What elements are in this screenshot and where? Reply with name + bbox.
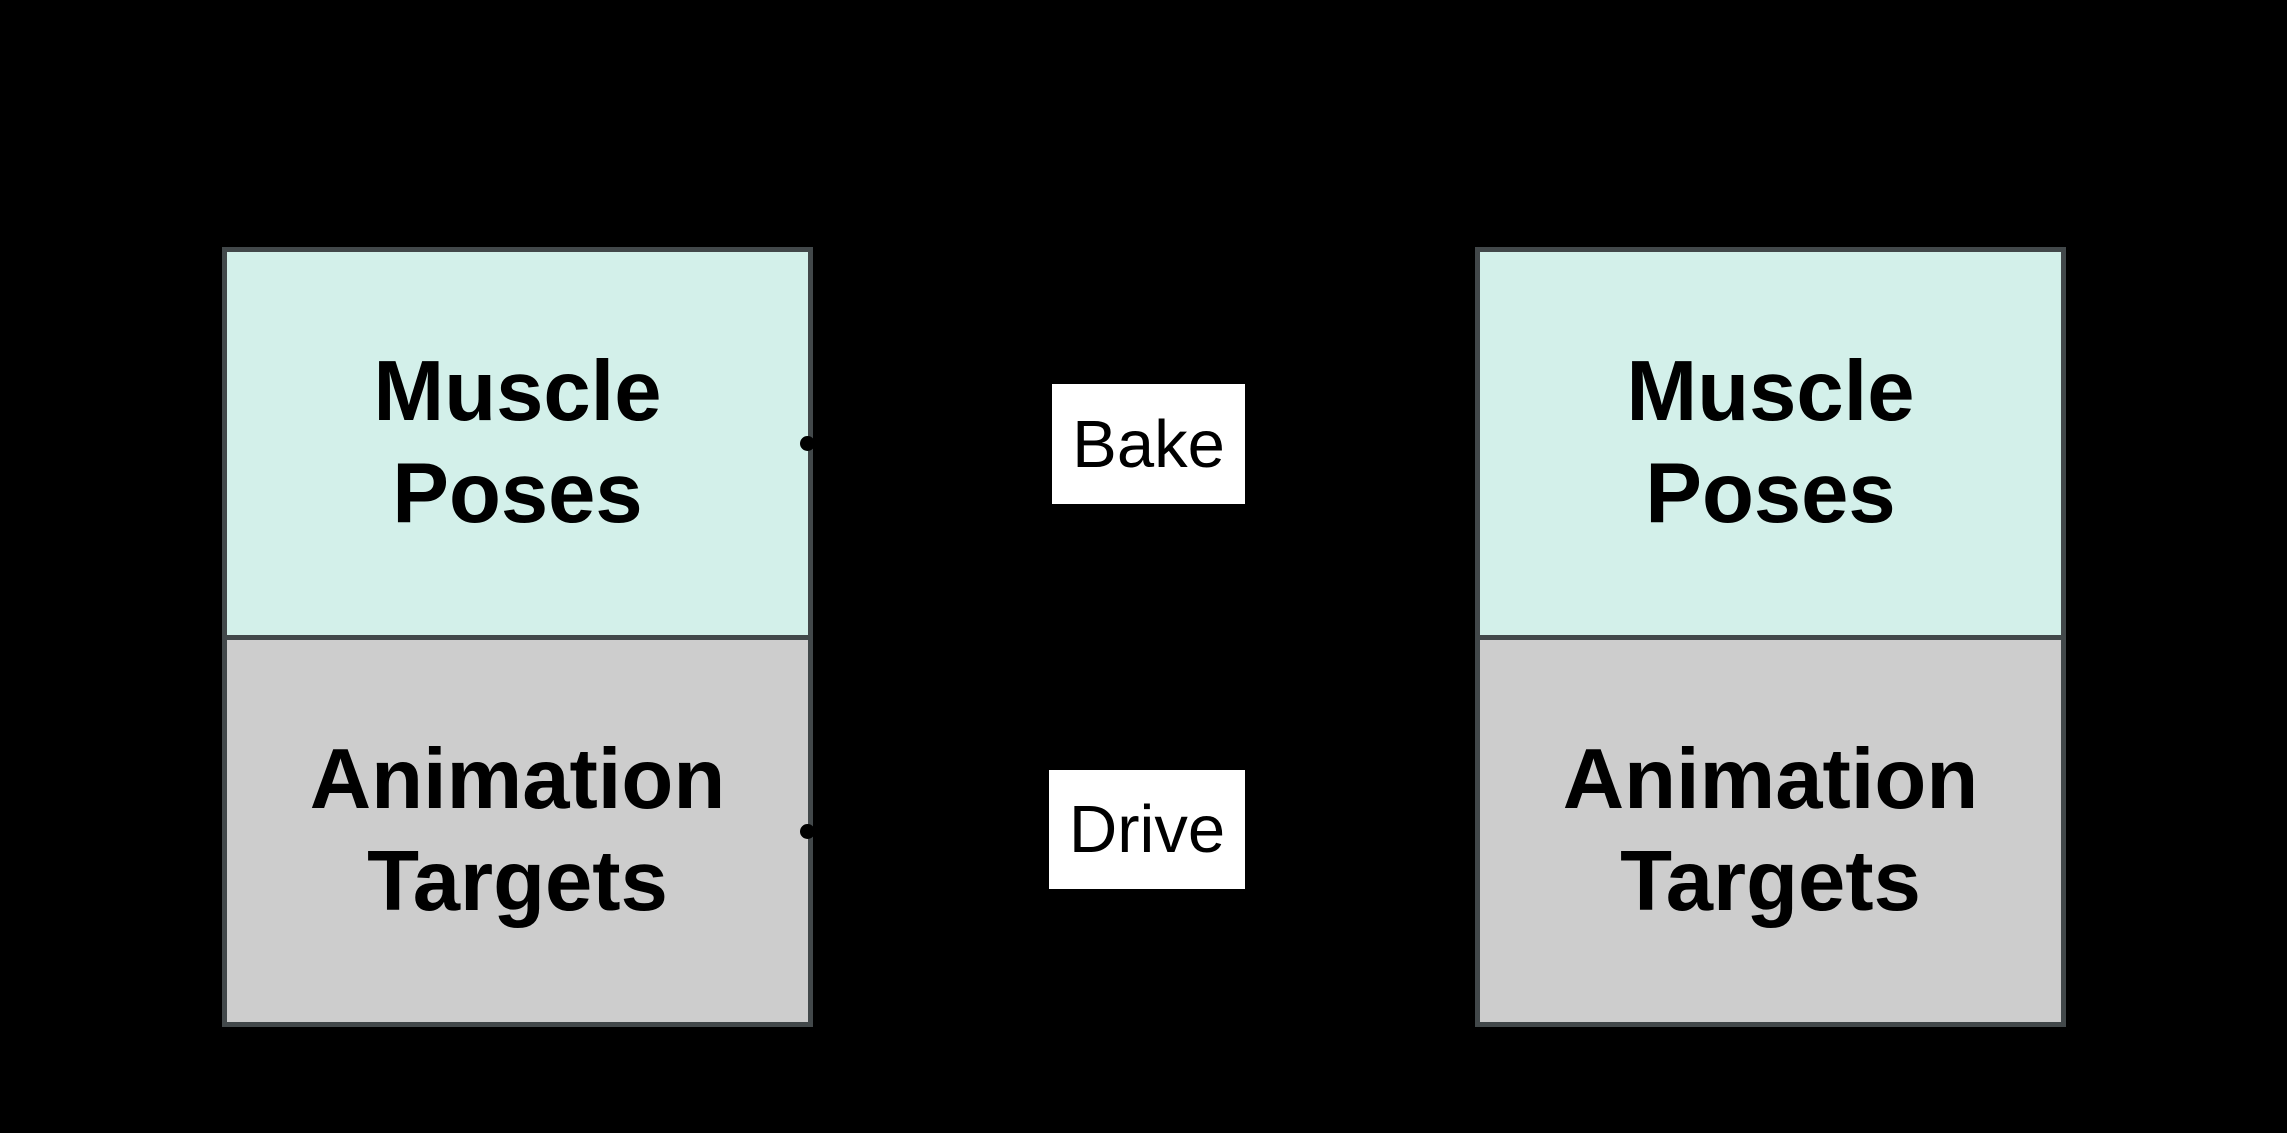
animation-targets-cell-right: Animation Targets [1480,639,2061,1022]
drive-edge-label-text: Drive [1068,792,1226,867]
animation-targets-label-left: Animation Targets [309,731,726,929]
muscle-poses-cell-right: Muscle Poses [1480,252,2061,640]
node-right-animation-system: Muscle Poses Animation Targets [1475,247,2066,1027]
muscle-poses-label-right: Muscle Poses [1626,344,1915,542]
animation-targets-label-right: Animation Targets [1562,731,1979,929]
bake-edge-label: Bake [1052,384,1245,504]
bake-edge-endpoint-dot-icon [800,436,815,451]
bake-edge-label-text: Bake [1072,406,1225,482]
drive-edge-label: Drive [1049,770,1245,889]
drive-edge-endpoint-dot-icon [800,824,815,839]
animation-targets-cell-left: Animation Targets [227,639,808,1022]
node-left-animation-system: Muscle Poses Animation Targets [222,247,813,1027]
muscle-poses-cell-left: Muscle Poses [227,252,808,640]
muscle-poses-label-left: Muscle Poses [373,344,662,542]
